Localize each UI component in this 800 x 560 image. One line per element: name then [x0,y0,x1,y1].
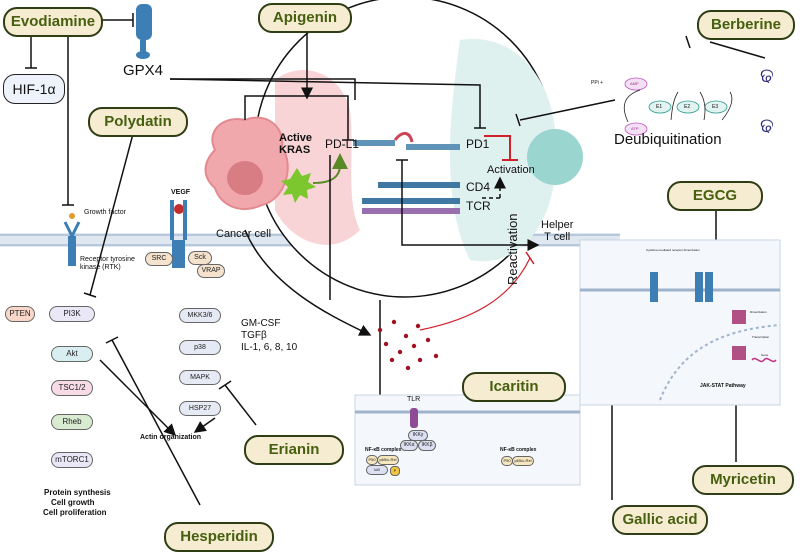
tcr-label: TCR [466,199,491,213]
jak-ann-3: Dimerization [750,310,767,314]
activation-label: Activation [487,164,535,176]
helper-t-cell-label: Helper T cell [541,219,574,243]
ikk-beta: IKKβ [418,440,436,451]
nfkb-complex-label: NF-κB complex [365,447,402,453]
tsc-node: TSC1/2 [51,380,93,396]
active-kras-label: Active KRAS [279,132,313,156]
nfkb-p65-2: p65/c-Rel [512,456,534,466]
atp-label: ATP [631,126,639,131]
drug-myricetin: Myricetin [692,465,794,495]
mapk-node: MAPK [179,370,221,385]
pten-node: PTEN [5,306,35,322]
drug-hesperidin: Hesperidin [164,522,274,552]
connection-lines [25,13,766,506]
vegf-label: VEGF [171,189,191,196]
drug-apigenin: Apigenin [258,3,352,33]
drug-erianin: Erianin [244,435,344,465]
drug-icaritin: Icaritin [462,372,566,402]
outcome-2: Cell growth [51,498,95,507]
cancer-cell [204,116,289,210]
jak-ann-2: Transcription [752,335,770,339]
phospho-node: P [390,466,400,476]
e2-label: E2 [684,104,691,110]
rheb-node: Rheb [51,414,93,430]
sck-node: Sck [188,251,212,265]
ppi-label: PPi + [591,80,604,86]
ikk-alpha: IKKα [400,440,418,451]
rtk-label: Receptor tyrosine kinase (RTK) [80,256,135,271]
cd4-label: CD4 [466,180,491,194]
pdl1-label: PD-L1 [325,137,360,151]
deubiquitination-label: Deubiquitination [614,131,722,148]
drug-polydatin: Polydatin [88,107,188,137]
jak-ann-1: Cytokine-mediated receptor dimerization [646,248,700,252]
drug-gallic-acid: Gallic acid [612,505,708,535]
jak-ann-4: Gene [761,353,769,357]
nfkb-p65: p65/c-Rel [377,455,399,465]
outcome-1: Protein synthesis [44,488,111,497]
gpx4-label: GPX4 [123,62,164,79]
ikk-gamma: IKKγ [408,430,428,441]
jak-stat-title: JAK-STAT Pathway [700,383,746,389]
tlr-label: TLR [407,396,421,403]
pi3k-node: PI3K [49,306,95,322]
ubiquitin-cycle: ଢ ଢ [623,65,774,137]
drug-berberine: Berberine [697,10,795,40]
drug-evodiamine: Evodiamine [3,7,103,37]
svg-text:ଢ: ଢ [760,115,774,137]
cytokine-3: IL-1, 6, 8, 10 [241,342,298,353]
jak-stat-panel [579,239,781,406]
activation-marks [419,135,535,331]
mkk36-node: MKK3/6 [179,308,221,323]
pd1-label: PD1 [466,137,490,151]
hsp27-node: HSP27 [179,401,221,416]
p38-node: p38 [179,340,221,355]
outcome-3: Cell proliferation [43,508,107,517]
actin-organization-label: Actin organization [140,434,202,441]
hif-1a-box: HIF-1α [3,74,65,104]
mtorc1-node: mTORC1 [51,452,93,468]
amp-label: AMP [630,81,639,86]
svg-text:ଢ: ଢ [760,65,774,87]
ikb-node: IκB [366,465,388,475]
nfkb-complex-label-2: NF-κB complex [500,447,537,453]
vegf-receptor [170,200,187,268]
nfkb-panel [354,394,581,486]
cytokine-1: GM-CSF [241,318,281,329]
akt-node: Akt [51,346,93,362]
rtk-receptor [63,213,81,266]
src-node: SRC [145,252,173,266]
drug-egcg: EGCG [667,181,763,211]
t-cell-nucleus [527,129,583,185]
reactivation-label: Reactivation [505,213,520,285]
kras-star [281,168,316,203]
pd1-pdl1-receptors [353,132,460,214]
e1-label: E1 [656,104,663,110]
gpx4-icon [136,4,152,59]
vrap-node: VRAP [197,264,225,278]
cytokine-2: TGFβ [241,330,267,341]
e3-label: E3 [712,104,719,110]
cytokine-dots [377,319,439,371]
cancer-cell-label: Cancer cell [216,228,272,240]
growth-factor-label: Growth factor [84,209,127,216]
